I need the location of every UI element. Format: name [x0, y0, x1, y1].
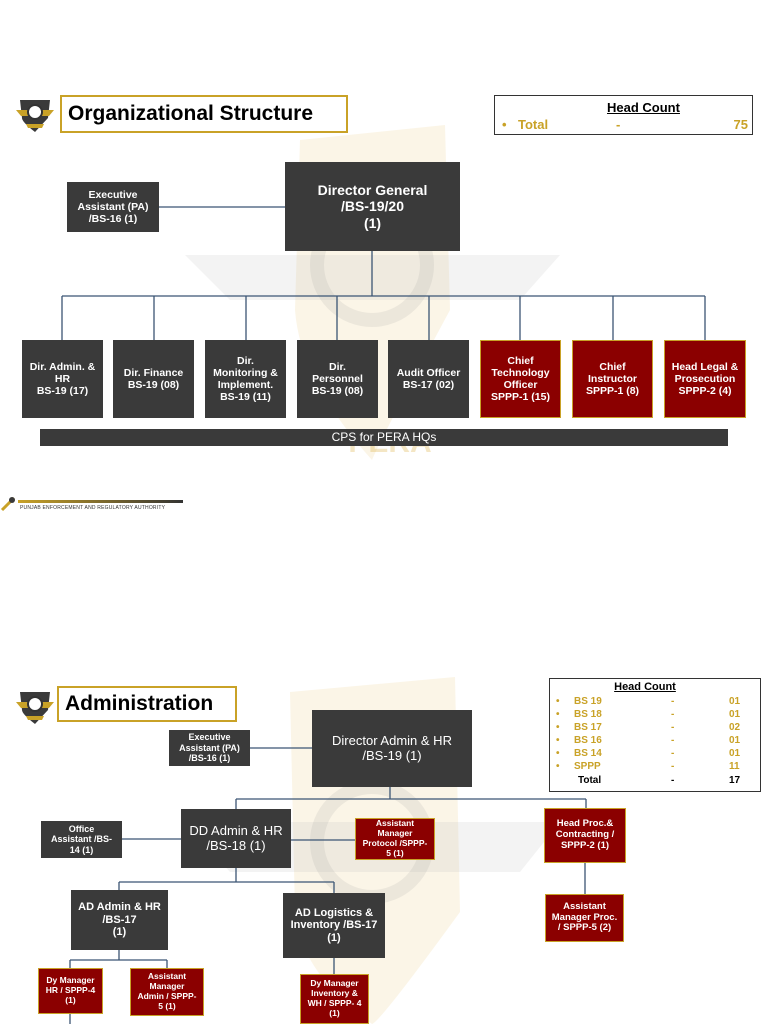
- node-am-protocol: Assistant Manager Protocol /SPPP- 5 (1): [355, 818, 435, 860]
- head-count-panel: Head Count • BS 19 - 01 • BS 18 - 01 • B…: [549, 678, 761, 792]
- row-label: BS 18: [574, 709, 602, 720]
- footer-rule: [18, 500, 183, 503]
- node-director-general: Director General /BS-19/20 (1): [285, 162, 460, 251]
- row-dash: -: [671, 722, 675, 733]
- row-value: 01: [729, 748, 741, 759]
- org-connectors: [69, 747, 587, 1024]
- footer-text: PUNJAB ENFORCEMENT AND REGULATORY AUTHOR…: [20, 505, 166, 511]
- head-count-heading: Head Count: [607, 100, 680, 115]
- head-count-heading: Head Count: [614, 681, 676, 693]
- node-chief-technology-officer: Chief Technology Officer SPPP-1 (15): [480, 340, 561, 418]
- row-label: BS 16: [574, 735, 602, 746]
- node-audit-officer: Audit Officer BS-17 (02): [388, 340, 469, 418]
- node-head-legal-prosecution: Head Legal & Prosecution SPPP-2 (4): [664, 340, 746, 418]
- total-value: 17: [729, 775, 741, 786]
- pera-logo-icon: [16, 692, 54, 724]
- row-dash: -: [616, 117, 621, 132]
- page-title: Administration: [57, 686, 237, 722]
- org-connectors: [61, 206, 706, 340]
- row-value: 02: [729, 722, 741, 733]
- row-value: 75: [733, 117, 748, 132]
- row-dash: -: [671, 761, 675, 772]
- bullet-icon: •: [556, 722, 560, 733]
- bullet-icon: •: [556, 761, 560, 772]
- node-am-admin: Assistant Manager Admin / SPPP- 5 (1): [130, 968, 204, 1016]
- node-dy-manager-inventory: Dy Manager Inventory & WH / SPPP- 4 (1): [300, 974, 369, 1024]
- bullet-icon: •: [502, 117, 507, 132]
- pera-logo-icon: [16, 100, 54, 132]
- node-executive-assistant: Executive Assistant (PA) /BS-16 (1): [67, 182, 159, 232]
- bullet-icon: •: [556, 709, 560, 720]
- row-value: 01: [729, 696, 741, 707]
- node-dd-admin-hr: DD Admin & HR /BS-18 (1): [181, 809, 291, 868]
- row-label: Total: [518, 117, 549, 132]
- bullet-icon: •: [556, 748, 560, 759]
- node-ad-logistics: AD Logistics & Inventory /BS-17 (1): [283, 893, 385, 958]
- slide-organizational-structure: PERA Organizational Structure Head Count…: [0, 95, 753, 512]
- row-value: 11: [729, 761, 740, 772]
- total-dash: -: [671, 775, 675, 786]
- row-value: 01: [729, 735, 741, 746]
- row-label: BS 17: [574, 722, 602, 733]
- row-label: SPPP: [574, 761, 601, 772]
- bullet-icon: •: [556, 735, 560, 746]
- row-dash: -: [671, 735, 675, 746]
- row-label: BS 19: [574, 696, 602, 707]
- node-dir-personnel: Dir. Personnel BS-19 (08): [297, 340, 378, 418]
- node-am-proc: Assistant Manager Proc. / SPPP-5 (2): [545, 894, 624, 942]
- node-director-admin-hr: Director Admin & HR /BS-19 (1): [312, 710, 472, 787]
- row-dash: -: [671, 709, 675, 720]
- row-dash: -: [671, 696, 675, 707]
- footer-emblem-icon: [0, 496, 16, 512]
- node-head-proc-contracting: Head Proc.& Contracting / SPPP-2 (1): [544, 808, 626, 863]
- node-dir-admin-hr: Dir. Admin. & HR BS-19 (17): [22, 340, 103, 418]
- node-dir-monitoring: Dir. Monitoring & Implement. BS-19 (11): [205, 340, 286, 418]
- total-label: Total: [578, 775, 602, 786]
- row-value: 01: [729, 709, 741, 720]
- node-executive-assistant: Executive Assistant (PA) /BS-16 (1): [169, 730, 250, 766]
- cps-bar: CPS for PERA HQs: [40, 429, 728, 446]
- page-title: Organizational Structure: [60, 95, 348, 133]
- node-dir-finance: Dir. Finance BS-19 (08): [113, 340, 194, 418]
- row-dash: -: [671, 748, 675, 759]
- node-dy-manager-hr: Dy Manager HR / SPPP-4 (1): [38, 968, 103, 1014]
- row-label: BS 14: [574, 748, 602, 759]
- node-chief-instructor: Chief Instructor SPPP-1 (8): [572, 340, 653, 418]
- head-count-panel: Head Count • Total - 75: [494, 95, 753, 135]
- node-office-assistant: Office Assistant /BS- 14 (1): [41, 821, 122, 858]
- slide-administration: Administration Head Count • BS 19 - 01 •…: [0, 512, 768, 1024]
- bullet-icon: •: [556, 696, 560, 707]
- node-ad-admin-hr: AD Admin & HR /BS-17 (1): [71, 890, 168, 950]
